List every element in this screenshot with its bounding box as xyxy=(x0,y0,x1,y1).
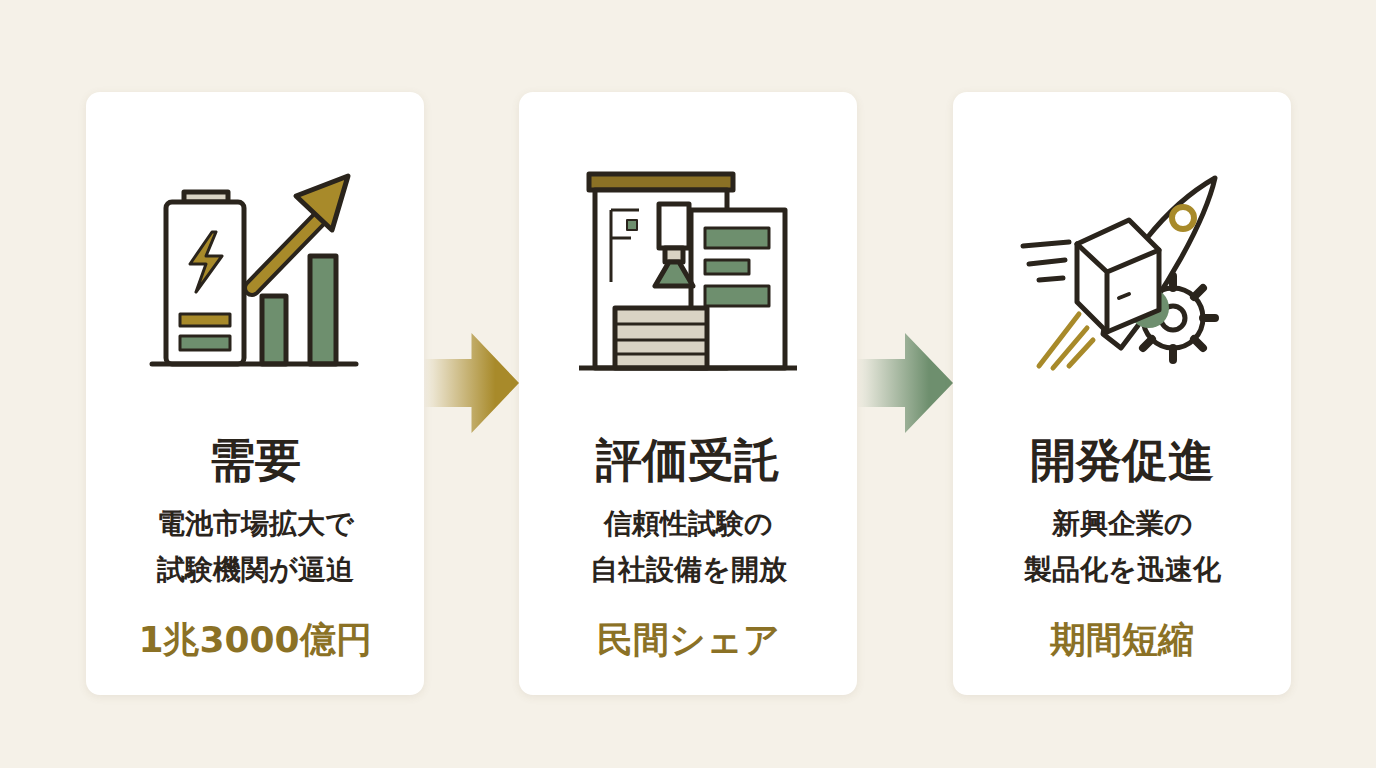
card-heading: 需要 xyxy=(96,432,414,488)
card-body: 電池市場拡大で 試験機関が逼迫 xyxy=(96,501,414,593)
card-heading: 開発促進 xyxy=(963,432,1281,488)
battery-growth-icon xyxy=(86,92,424,392)
card-highlight: 期間短縮 xyxy=(963,615,1281,665)
card-highlight: 民間シェア xyxy=(529,615,847,665)
flow-arrow xyxy=(857,333,953,433)
rocket-launch-icon xyxy=(953,92,1291,392)
step-card: 開発促進新興企業の 製品化を迅速化期間短縮 xyxy=(953,92,1291,695)
card-body: 信頼性試験の 自社設備を開放 xyxy=(529,501,847,593)
step-card: 需要電池市場拡大で 試験機関が逼迫 1兆3000億円 xyxy=(86,92,424,695)
flow-arrow xyxy=(424,333,519,433)
card-heading: 評価受託 xyxy=(529,432,847,488)
step-card: 評価受託信頼性試験の 自社設備を開放民間シェア xyxy=(519,92,857,695)
card-body: 新興企業の 製品化を迅速化 xyxy=(963,501,1281,593)
card-highlight: 1兆3000億円 xyxy=(96,615,414,665)
test-facility-icon xyxy=(519,92,857,392)
